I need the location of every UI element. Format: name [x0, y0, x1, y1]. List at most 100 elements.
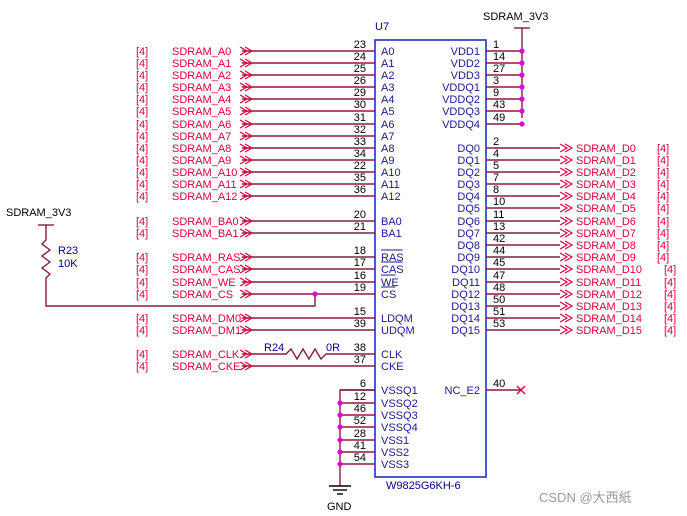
pin-name-dq15: DQ15: [451, 325, 480, 337]
pin-name-vssq2: VSSQ2: [381, 398, 418, 410]
sheet-ref-sdram-d14: [4]: [664, 313, 676, 325]
port-arrow2-sdram-cke: [244, 361, 254, 371]
sheet-ref-sdram-a4: [4]: [136, 94, 148, 106]
port-arrow2-sdram-d15: [564, 325, 574, 335]
signal-label-sdram-a2: SDRAM_A2: [172, 70, 231, 82]
sheet-ref-sdram-a3: [4]: [136, 82, 148, 94]
signal-label-sdram-a5: SDRAM_A5: [172, 106, 231, 118]
pin-number-dq0: 2: [493, 136, 499, 148]
pin-number-a6: 31: [354, 112, 366, 124]
port-arrow-sdram-cas: [239, 264, 249, 274]
sheet-ref-sdram-dm1: [4]: [136, 325, 148, 337]
port-arrow-sdram-d6: [559, 216, 569, 226]
pin-number-dq3: 7: [493, 172, 499, 184]
port-arrow2-sdram-d7: [564, 228, 574, 238]
pin-number-dq15: 53: [493, 318, 505, 330]
junction-dot-pwr-vdd3: [519, 72, 525, 78]
resistor-r23-body: [40, 225, 316, 307]
pin-name-dq3: DQ3: [457, 179, 480, 191]
ground-label: GND: [327, 501, 352, 513]
port-arrow2-sdram-d11: [564, 277, 574, 287]
junction-dot-gnd-vssq2: [337, 400, 343, 406]
pin-number-vdd3: 27: [493, 63, 505, 75]
signal-label-sdram-d0: SDRAM_D0: [576, 143, 636, 155]
pin-number-vssq4: 52: [354, 415, 366, 427]
signal-label-sdram-a1: SDRAM_A1: [172, 58, 231, 70]
pin-number-cas: 17: [354, 257, 366, 269]
pin-name-a1: A1: [381, 58, 394, 70]
port-arrow2-sdram-a1: [244, 58, 254, 68]
signal-label-sdram-a7: SDRAM_A7: [172, 131, 231, 143]
port-arrow-sdram-d3: [559, 179, 569, 189]
pin-number-vddq1: 3: [493, 75, 499, 87]
junction-dot-pwr-vdd1: [519, 48, 525, 54]
sheet-ref-sdram-clk: [4]: [136, 349, 148, 361]
sheet-ref-sdram-ras: [4]: [136, 252, 148, 264]
pin-number-ba1: 21: [354, 221, 366, 233]
port-arrow2-sdram-clk: [244, 349, 254, 359]
resistor-r24-value: 0R: [326, 342, 340, 354]
signal-label-sdram-ras: SDRAM_RAS: [172, 252, 240, 264]
pin-name-vddq1: VDDQ1: [442, 82, 480, 94]
signal-label-sdram-d7: SDRAM_D7: [576, 228, 636, 240]
port-arrow2-sdram-ras: [244, 252, 254, 262]
pin-number-vdd1: 1: [493, 39, 499, 51]
port-arrow-sdram-ba0: [239, 216, 249, 226]
signal-label-sdram-a10: SDRAM_A10: [172, 167, 237, 179]
pin-name-nc-e2: NC_E2: [445, 385, 480, 397]
pin-name-vddq4: VDDQ4: [442, 119, 480, 131]
pin-number-a1: 24: [354, 51, 366, 63]
pin-name-ras: RAS: [381, 252, 404, 264]
junction-dot-gnd-vssq3: [337, 412, 343, 418]
port-arrow2-sdram-d8: [564, 240, 574, 250]
port-arrow-sdram-d2: [559, 167, 569, 177]
pin-number-we: 16: [354, 270, 366, 282]
port-arrow-sdram-ba1: [239, 228, 249, 238]
port-arrow-sdram-a0: [239, 46, 249, 56]
signal-label-sdram-cke: SDRAM_CKE: [172, 361, 240, 373]
no-connect-marker: [516, 385, 526, 395]
signal-label-sdram-d12: SDRAM_D12: [576, 289, 642, 301]
sheet-ref-sdram-a5: [4]: [136, 106, 148, 118]
resistor-r24-body: [270, 347, 375, 361]
pin-number-dq9: 44: [493, 245, 505, 257]
pin-number-dq14: 51: [493, 306, 505, 318]
pin-name-dq0: DQ0: [457, 143, 480, 155]
pin-number-ras: 18: [354, 245, 366, 257]
signal-label-sdram-a8: SDRAM_A8: [172, 143, 231, 155]
pin-number-cke: 37: [354, 354, 366, 366]
pin-name-vss3: VSS3: [381, 459, 409, 471]
chip-body: [374, 39, 487, 478]
pin-name-a6: A6: [381, 119, 394, 131]
pin-name-dq9: DQ9: [457, 252, 480, 264]
pin-name-a4: A4: [381, 94, 394, 106]
pin-number-a11: 35: [354, 172, 366, 184]
sheet-ref-sdram-d11: [4]: [664, 277, 676, 289]
pin-name-a8: A8: [381, 143, 394, 155]
signal-label-sdram-cs: SDRAM_CS: [172, 289, 233, 301]
pin-name-dq12: DQ12: [451, 289, 480, 301]
port-arrow2-sdram-a7: [244, 131, 254, 141]
left-power-label: SDRAM_3V3: [6, 207, 71, 219]
sheet-ref-sdram-ba1: [4]: [136, 228, 148, 240]
sheet-ref-sdram-d7: [4]: [657, 228, 669, 240]
port-arrow2-sdram-cs: [244, 289, 254, 299]
pin-number-dq8: 42: [493, 233, 505, 245]
signal-label-sdram-d4: SDRAM_D4: [576, 191, 636, 203]
junction-dot-gnd-vss1: [337, 437, 343, 443]
pin-name-vss1: VSS1: [381, 435, 409, 447]
pin-number-a8: 33: [354, 136, 366, 148]
sheet-ref-sdram-dm0: [4]: [136, 313, 148, 325]
port-arrow2-sdram-dm0: [244, 313, 254, 323]
port-arrow-sdram-d8: [559, 240, 569, 250]
sheet-ref-sdram-a12: [4]: [136, 191, 148, 203]
signal-label-sdram-d6: SDRAM_D6: [576, 216, 636, 228]
pin-name-dq1: DQ1: [457, 155, 480, 167]
pin-number-vss2: 41: [354, 440, 366, 452]
pin-name-a0: A0: [381, 46, 394, 58]
pin-number-nc-e2: 40: [493, 378, 505, 390]
pin-number-cs: 19: [354, 282, 366, 294]
pin-number-dq6: 11: [493, 209, 504, 221]
pin-name-ldqm: LDQM: [381, 313, 413, 325]
port-arrow2-sdram-a9: [244, 155, 254, 165]
